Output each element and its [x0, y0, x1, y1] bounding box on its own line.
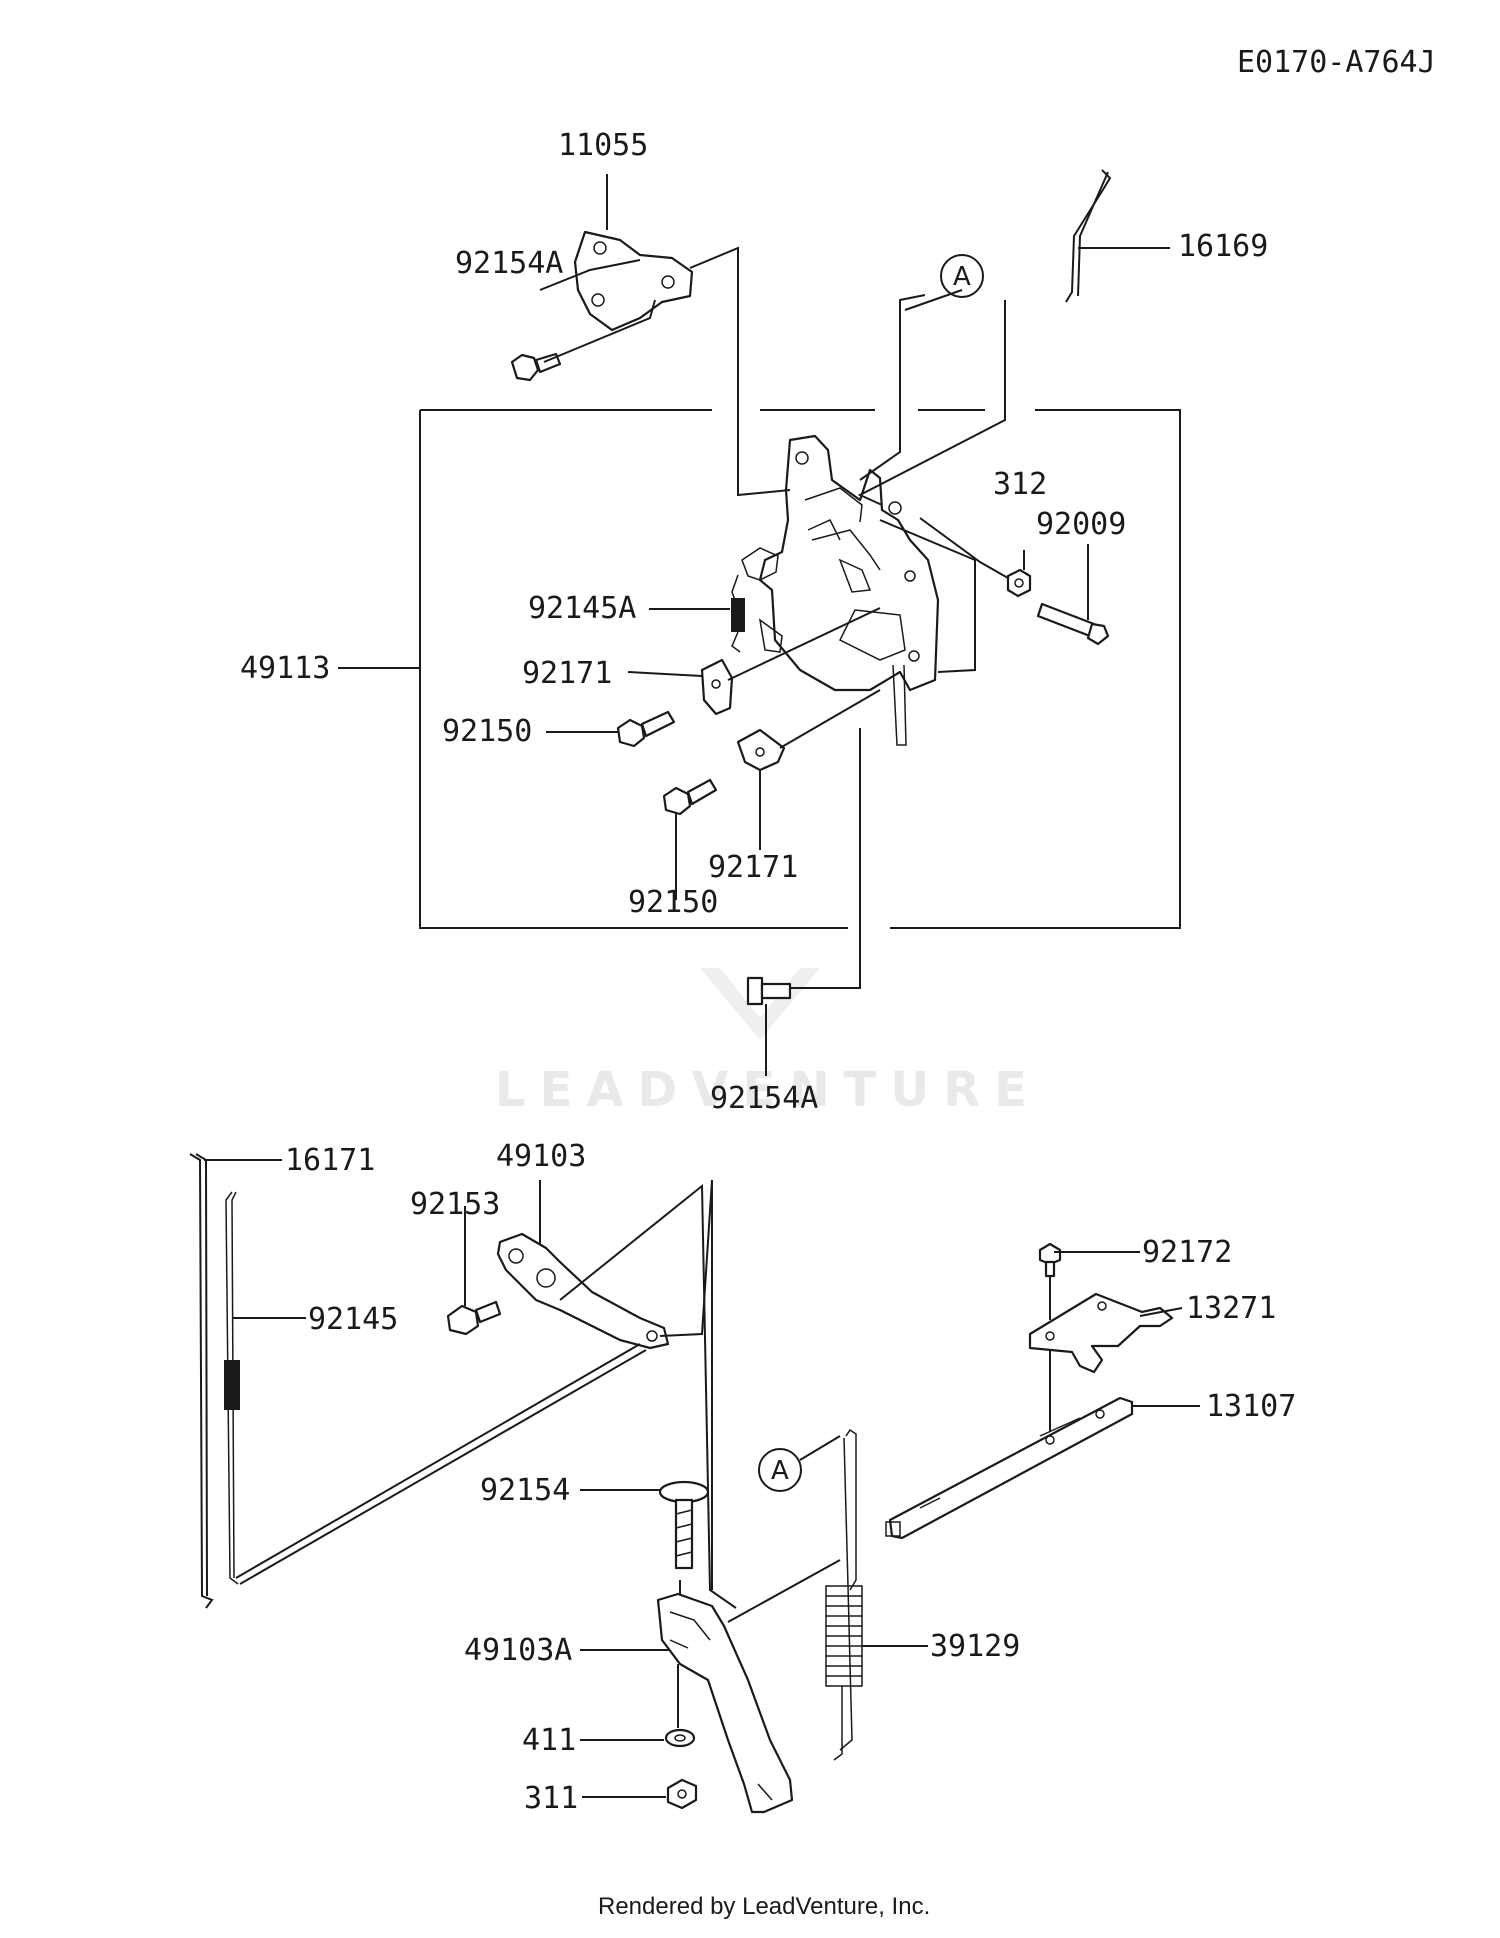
- bolt-92154A-mid: [746, 976, 792, 1006]
- label-49113[interactable]: 49113: [240, 651, 330, 686]
- bolt-92009: [1036, 602, 1110, 646]
- callout-A-bottom: A: [758, 1448, 802, 1492]
- label-92145A[interactable]: 92145A: [528, 591, 636, 626]
- label-92171-b[interactable]: 92171: [708, 850, 798, 885]
- label-92154[interactable]: 92154: [480, 1473, 570, 1508]
- spring-92145A: [731, 574, 745, 653]
- label-13271[interactable]: 13271: [1186, 1291, 1276, 1326]
- label-92153[interactable]: 92153: [410, 1187, 500, 1222]
- label-11055[interactable]: 11055: [558, 128, 648, 163]
- spring-coils: [825, 1585, 863, 1687]
- rod-16171: [189, 1153, 214, 1609]
- label-13107[interactable]: 13107: [1206, 1389, 1296, 1424]
- label-39129[interactable]: 39129: [930, 1629, 1020, 1664]
- label-16169[interactable]: 16169: [1178, 229, 1268, 264]
- rod-16169: [1065, 169, 1112, 303]
- assembly-box-49113: [419, 409, 1181, 929]
- label-92154A-top[interactable]: 92154A: [455, 246, 563, 281]
- plate-13271: [1028, 1292, 1174, 1374]
- control-bracket: [741, 434, 940, 746]
- washer-411: [664, 1728, 696, 1748]
- lever-49103: [496, 1232, 670, 1350]
- top-leaders: [338, 174, 1170, 1076]
- watermark-text: LEADVENTURE: [495, 1062, 1041, 1118]
- link-rod: [235, 1343, 647, 1585]
- label-49103[interactable]: 49103: [496, 1139, 586, 1174]
- spring-92145: [224, 1191, 240, 1585]
- bolt-92172: [1038, 1242, 1062, 1278]
- label-312[interactable]: 312: [993, 467, 1047, 502]
- plate-11055: [573, 230, 694, 332]
- label-92171-a[interactable]: 92171: [522, 656, 612, 691]
- nut-312: [1006, 568, 1032, 598]
- svg-text:A: A: [953, 262, 971, 292]
- label-92150-a[interactable]: 92150: [442, 714, 532, 749]
- label-92172[interactable]: 92172: [1142, 1235, 1232, 1270]
- label-49103A[interactable]: 49103A: [464, 1633, 572, 1668]
- bolt-92150-b: [662, 778, 718, 816]
- spring-39129: [825, 1428, 863, 1761]
- bolt-92154: [658, 1480, 710, 1570]
- bolt-92150-a: [616, 710, 676, 748]
- label-92150-b[interactable]: 92150: [628, 885, 718, 920]
- label-92154A-mid[interactable]: 92154A: [710, 1081, 818, 1116]
- svg-text:A: A: [771, 1456, 789, 1486]
- shaft-13107: [885, 1396, 1134, 1540]
- nut-311: [666, 1778, 698, 1810]
- lever-49103A: [656, 1592, 794, 1814]
- label-411[interactable]: 411: [522, 1723, 576, 1758]
- bolt-92153: [446, 1300, 502, 1336]
- diagram-code: E0170-A764J: [1237, 45, 1436, 80]
- label-92009[interactable]: 92009: [1036, 507, 1126, 542]
- footer-credit: Rendered by LeadVenture, Inc.: [598, 1893, 930, 1920]
- clamp-92171-a: [700, 658, 734, 716]
- bottom-leaders: [204, 1159, 1200, 1798]
- clamp-92171-b: [736, 728, 786, 772]
- part-labels: 11055 92154A 16169 312 92009 92145A 4911…: [240, 128, 1296, 1816]
- label-16171[interactable]: 16171: [285, 1143, 375, 1178]
- callout-A-top: A: [940, 254, 984, 298]
- label-311[interactable]: 311: [524, 1781, 578, 1816]
- label-92145[interactable]: 92145: [308, 1302, 398, 1337]
